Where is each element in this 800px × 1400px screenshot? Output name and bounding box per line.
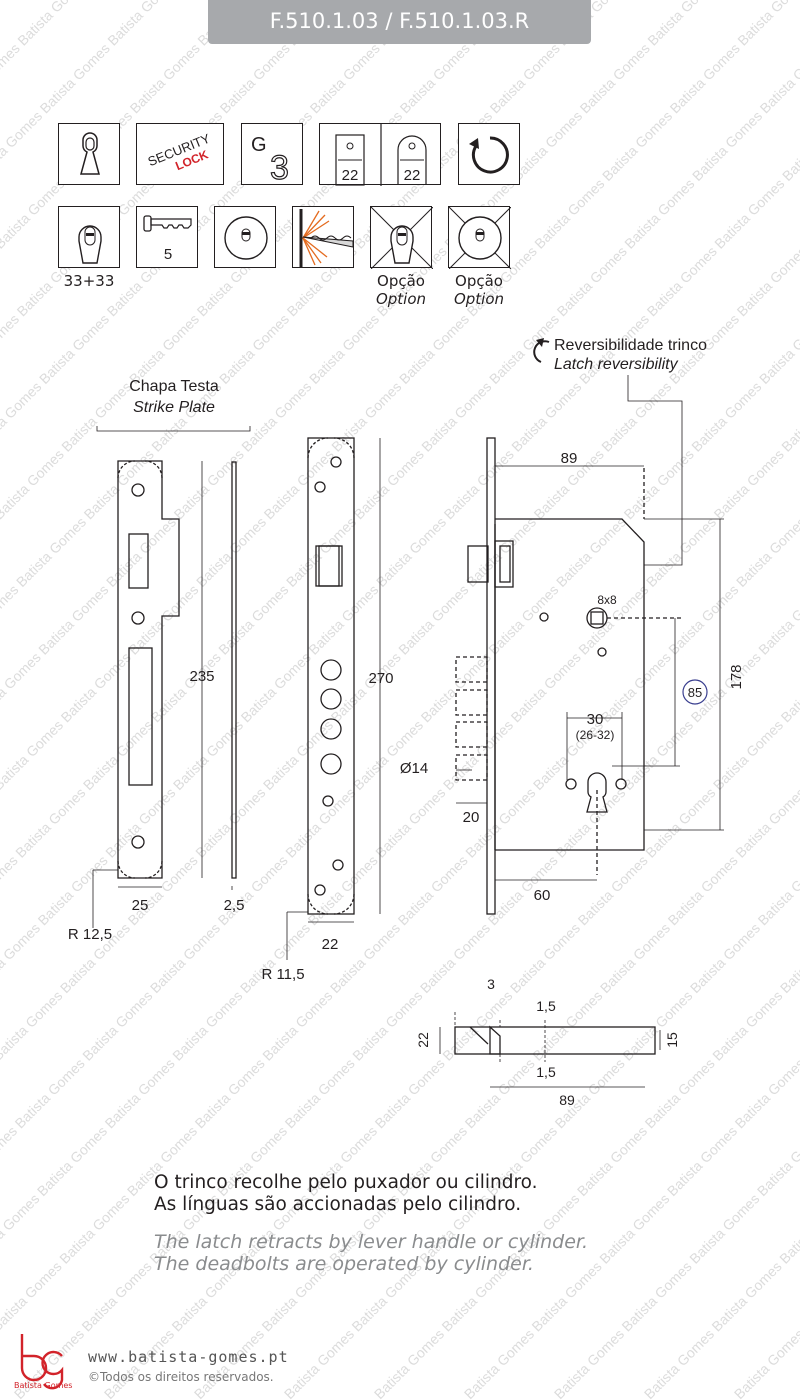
round-rosette-icon [214,206,276,268]
product-code-header: F.510.1.03 / F.510.1.03.R [208,0,591,44]
description-en-line-1: The latch retracts by lever handle or cy… [154,1231,589,1253]
dim-8x8: 8x8 [597,593,617,607]
option-pt-2: Opção [455,272,503,290]
dim-178: 178 [728,664,745,689]
anti-drill-icon [292,206,354,268]
option-rosette-caption: Opção Option [444,272,514,308]
backset-right-value: 22 [404,167,421,184]
section-dim-1-5-top: 1,5 [536,998,556,1014]
dim-r12-5: R 12,5 [68,926,112,943]
strike-plate-label: Chapa Testa [129,378,219,395]
latch-reversibility-label: Reversibilidade trinco [554,337,707,354]
grade-g3-icon: G 3 [241,123,303,186]
dim-60: 60 [534,887,551,904]
backset-left-value: 22 [342,167,359,184]
product-code: F.510.1.03 / F.510.1.03.R [269,9,530,33]
backset-dimension-icon: 22 22 [319,123,441,186]
grade-3-text: 3 [270,149,289,186]
description-pt-line-1: O trinco recolhe pelo puxador ou cilindr… [154,1172,538,1193]
euro-cylinder-profile-icon [58,123,120,185]
grade-g-text: G [251,134,267,156]
security-lock-icon: SECURITY LOCK [136,123,224,185]
section-dim-3: 3 [487,976,495,992]
description-en-line-2: The deadbolts are operated by cylinder. [154,1253,534,1275]
dim-25: 25 [132,897,149,914]
dim-r11-5: R 11,5 [261,966,304,983]
description-pt-line-2: As línguas são accionadas pelo cilindro. [154,1194,522,1215]
copyright: ©Todos os direitos reservados. [88,1370,274,1384]
strike-plate-label-en: Strike Plate [133,399,215,416]
key-count-icon: 5 [136,206,198,268]
option-en: Option [375,290,427,308]
section-dim-1-5-bottom: 1,5 [536,1064,556,1080]
latch-reversibility-label-en: Latch reversibility [554,356,679,373]
technical-drawing: Chapa Testa Strike Plate Reversibilidade… [68,337,745,1108]
dim-235: 235 [189,668,214,685]
website-link[interactable]: www.batista-gomes.pt [88,1348,289,1366]
description-pt: O trinco recolhe pelo puxador ou cilindr… [154,1172,714,1216]
dim-30: 30 [587,711,604,728]
dim-20: 20 [463,809,480,826]
option-cylinder-icon [370,206,433,269]
key-count-value: 5 [164,246,172,263]
dim-diameter-14: Ø14 [400,760,428,777]
section-dim-15: 15 [664,1032,680,1048]
dim-270: 270 [368,670,393,687]
option-pt: Opção [377,272,425,290]
cylinder-size-icon [58,206,120,268]
cylinder-size-caption: 33+33 [63,272,115,290]
dim-2-5: 2,5 [224,897,245,914]
brand-name: Batista Gomes [14,1381,73,1390]
option-en-2: Option [453,290,505,308]
dim-89: 89 [561,450,578,467]
dim-22: 22 [322,936,339,953]
section-dim-22: 22 [415,1032,431,1048]
option-cylinder-caption: Opção Option [366,272,436,308]
reversible-icon [458,123,520,185]
description-en: The latch retracts by lever handle or cy… [154,1231,714,1275]
batista-gomes-logo-icon [20,1334,64,1390]
dim-26-32: (26-32) [576,728,615,742]
option-rosette-icon [448,206,511,269]
section-dim-89: 89 [559,1092,575,1108]
dim-85: 85 [688,685,702,700]
